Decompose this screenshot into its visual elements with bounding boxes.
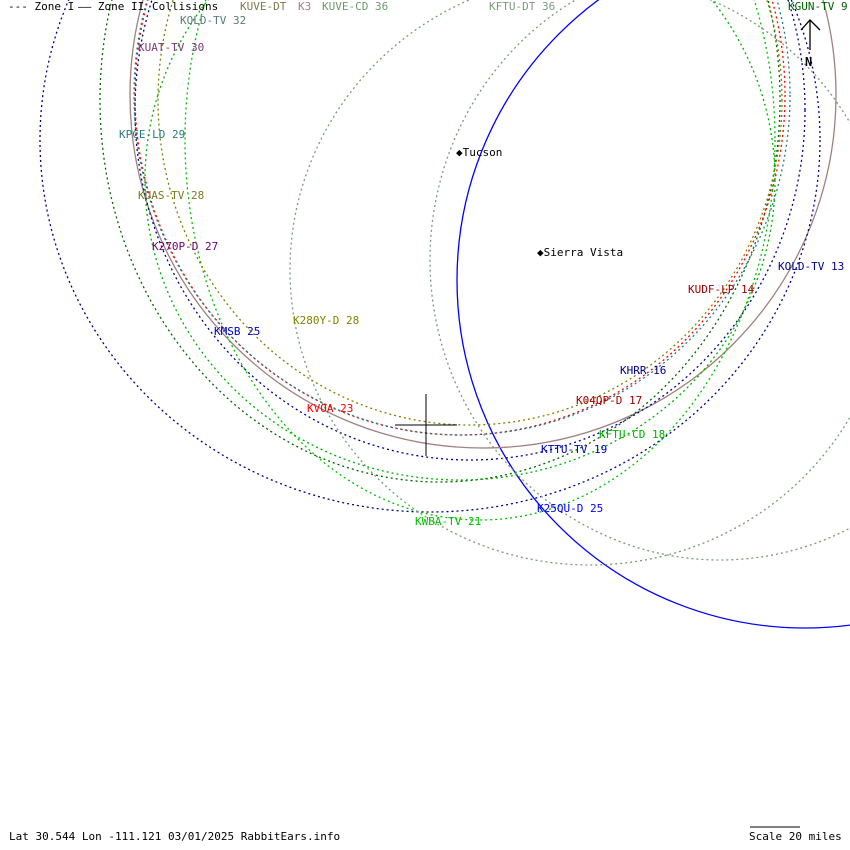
contour-kuas [157,0,783,426]
station-label[interactable]: KPCE-LD 29 [119,128,186,141]
station-label[interactable]: KUAS-TV 28 [138,189,205,202]
legend-zone1: --- Zone I [8,0,75,13]
city-sierra-vista: ◆Sierra Vista [537,246,624,259]
station-label[interactable]: K280Y-D 28 [293,314,360,327]
city-marker-icon: ◆ [537,246,544,259]
station-label[interactable]: K25QU-D 25 [537,502,604,515]
contour-kgun [99,0,781,483]
station-label[interactable]: KVOA 23 [307,402,354,415]
scale-label: Scale 20 miles [749,830,842,843]
crosshair [395,394,457,456]
legend-collisions: Collisions [152,0,219,13]
station-label[interactable]: KWBA-TV 21 [415,515,482,528]
station-label[interactable]: KMSB 25 [214,325,261,338]
station-label[interactable]: KTTU-TV 19 [541,443,608,456]
contour-k25qu [456,0,850,629]
compass-label: N [805,55,813,69]
station-label[interactable]: KHRR 16 [620,364,667,377]
contour-kftu [429,0,850,561]
contour-kttu [134,0,806,461]
station-label[interactable]: KGUN-TV 9 [788,0,848,13]
contour-kwba [184,0,776,521]
contour-kvoa [134,0,786,436]
legend-zone2: —— Zone II [78,0,145,13]
station-label[interactable]: KOLD-TV 13 [778,260,845,273]
contour-kgun-zone2 [129,0,837,449]
city-tucson: ◆Tucson [456,146,503,159]
station-label[interactable]: KUDF-LP 14 [688,283,755,296]
city-marker-icon: ◆ [456,146,463,159]
contour-k280y [289,0,850,566]
contour-kfticd [144,0,776,481]
station-label[interactable]: KFTU-CD 18 [599,428,666,441]
north-arrow-icon [800,19,821,50]
station-label[interactable]: KUVE-DT [240,0,287,13]
station-label[interactable]: K3 [298,0,312,13]
contour-kpce [133,0,791,436]
station-label[interactable]: KUAT-TV 30 [138,41,205,54]
station-label[interactable]: KFTU-DT 36 [489,0,556,13]
station-label[interactable]: K270P-D 27 [152,240,219,253]
footer-info: Lat 30.544 Lon -111.121 03/01/2025 Rabbi… [9,830,341,843]
station-label[interactable]: K04QP-D 17 [576,394,643,407]
contour-kold [39,0,821,513]
station-label[interactable]: KOLD-TV 32 [180,14,247,27]
station-label[interactable]: KUVE-CD 36 [322,0,389,13]
